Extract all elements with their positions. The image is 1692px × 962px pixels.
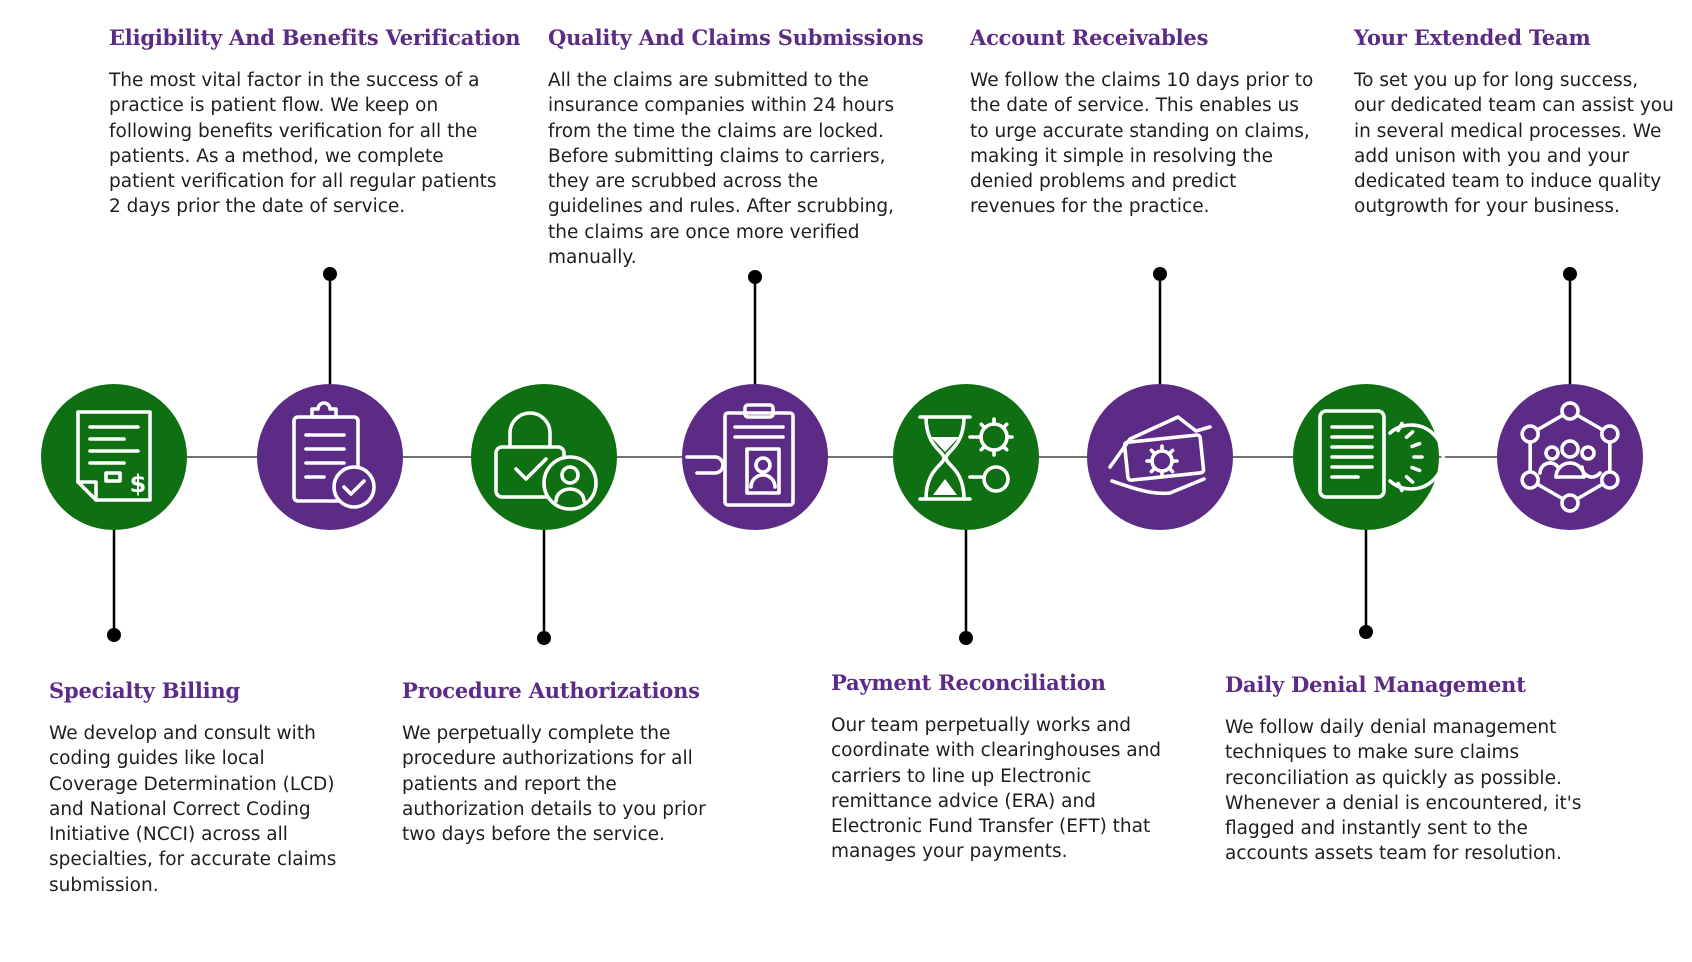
lock-user-icon	[494, 411, 598, 511]
connector-dot-payment-reconciliation	[959, 631, 973, 645]
step-circle-payment-reconciliation	[893, 384, 1039, 530]
step-title: Eligibility And Benefits Verification	[109, 25, 521, 50]
connector-dot-extended-team	[1563, 267, 1577, 281]
step-procedure-authorizations: Procedure Authorizations We perpetually …	[402, 678, 732, 847]
step-daily-denial-management: Daily Denial Management We follow daily …	[1225, 672, 1600, 867]
step-specialty-billing: Specialty Billing We develop and consult…	[49, 678, 359, 898]
document-gear-icon	[1318, 409, 1445, 499]
step-title: Procedure Authorizations	[402, 678, 700, 703]
step-quality-claims: Quality And Claims Submissions All the c…	[548, 25, 924, 270]
step-title: Payment Reconciliation	[831, 670, 1106, 695]
step-title: Your Extended Team	[1354, 25, 1591, 50]
step-title: Specialty Billing	[49, 678, 240, 703]
step-description: Our team perpetually works and coordinat…	[831, 715, 1162, 863]
connector-dot-daily-denial-management	[1359, 625, 1373, 639]
clipboard-check-icon	[292, 401, 376, 509]
connector-dot-quality-claims	[748, 270, 762, 284]
billing-document-icon: $	[76, 410, 152, 502]
step-description: We develop and consult with coding guide…	[49, 723, 337, 896]
step-payment-reconciliation: Payment Reconciliation Our team perpetua…	[831, 670, 1191, 865]
id-clipboard-hand-icon	[685, 403, 795, 507]
step-description: To set you up for long success, our dedi…	[1354, 70, 1674, 218]
step-title: Daily Denial Management	[1225, 672, 1526, 697]
connector-dot-account-receivables	[1153, 267, 1167, 281]
team-network-icon	[1520, 401, 1620, 513]
connector-dot-procedure-authorizations	[537, 631, 551, 645]
step-description: We perpetually complete the procedure au…	[402, 723, 706, 846]
step-circle-account-receivables	[1087, 384, 1233, 530]
step-circle-procedure-authorizations	[471, 384, 617, 530]
step-title: Quality And Claims Submissions	[548, 25, 924, 50]
hourglass-gear-icon	[918, 415, 1014, 501]
hand-money-gear-icon	[1108, 415, 1212, 496]
step-circle-specialty-billing	[41, 384, 187, 530]
connector-dot-specialty-billing	[107, 628, 121, 642]
step-extended-team: Your Extended Team To set you up for lon…	[1354, 25, 1674, 220]
step-description: The most vital factor in the success of …	[109, 70, 497, 218]
step-description: All the claims are submitted to the insu…	[548, 70, 895, 269]
step-account-receivables: Account Receivables We follow the claims…	[970, 25, 1320, 220]
step-eligibility-benefits: Eligibility And Benefits Verification Th…	[109, 25, 521, 220]
svg-text:$: $	[130, 470, 147, 498]
step-description: We follow the claims 10 days prior to th…	[970, 70, 1314, 218]
step-title: Account Receivables	[970, 25, 1209, 50]
step-description: We follow daily denial management techni…	[1225, 717, 1582, 865]
connector-dot-eligibility-benefits	[323, 267, 337, 281]
